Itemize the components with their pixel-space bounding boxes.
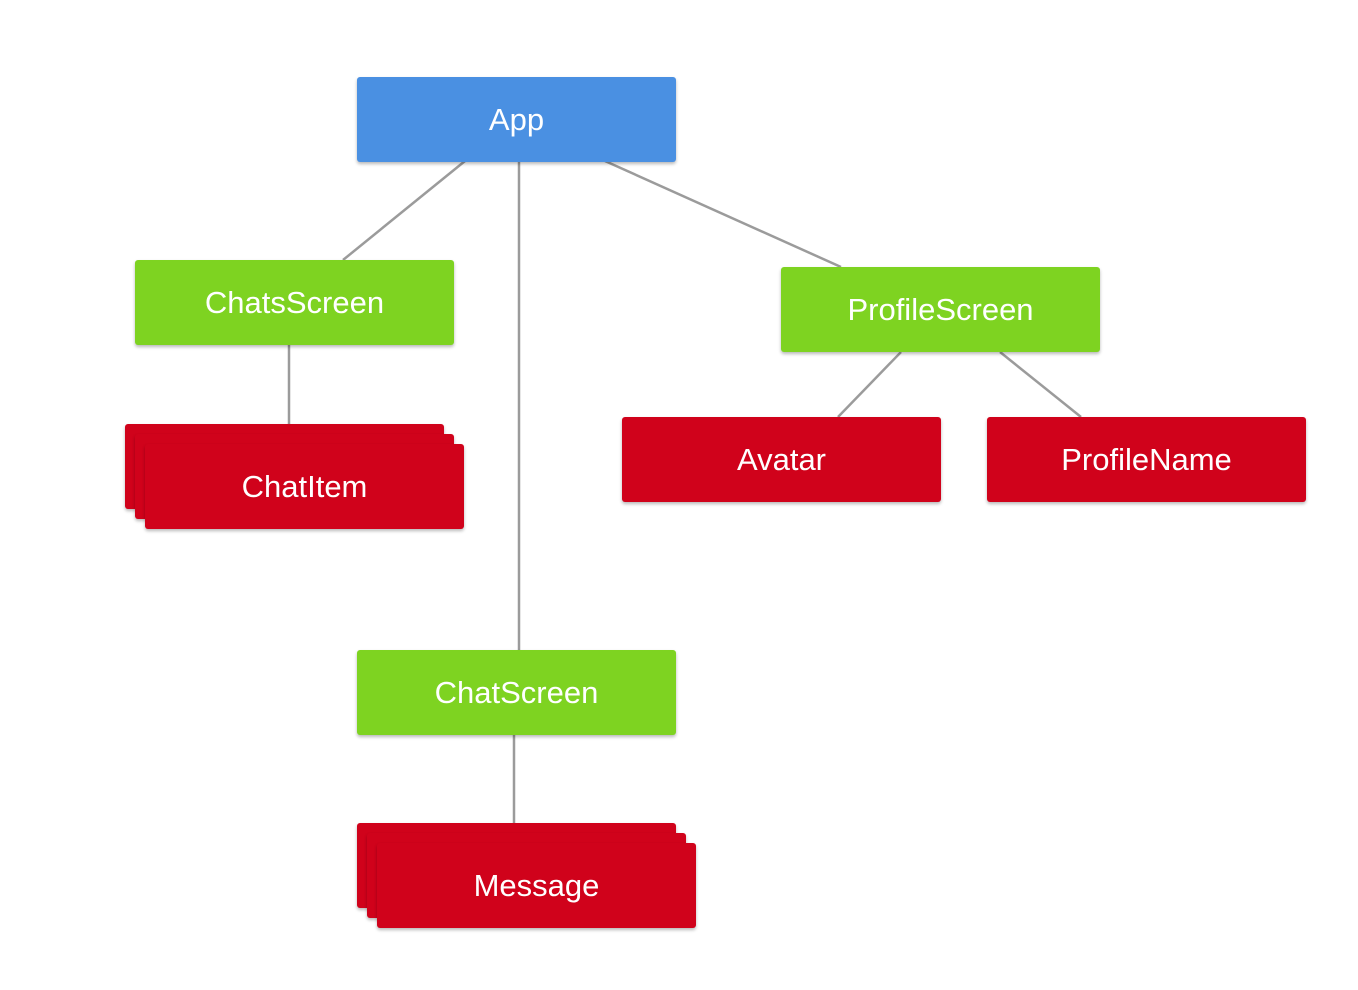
node-profilename-label: ProfileName	[1061, 442, 1232, 477]
edge-profilescreen-avatar	[837, 351, 902, 418]
node-profilescreen: ProfileScreen	[781, 267, 1100, 352]
edge-app-profilescreen	[604, 159, 842, 269]
node-chatsscreen: ChatsScreen	[135, 260, 454, 345]
node-chatscreen: ChatScreen	[357, 650, 676, 735]
node-avatar: Avatar	[622, 417, 941, 502]
node-avatar-label: Avatar	[736, 442, 827, 477]
node-profilescreen-label: ProfileScreen	[847, 292, 1034, 327]
edge-app-chatsscreen	[342, 160, 466, 261]
node-message: Message	[377, 843, 696, 928]
node-chatscreen-label: ChatScreen	[434, 675, 599, 710]
node-chatitem: ChatItem	[145, 444, 464, 529]
node-message-label: Message	[473, 868, 600, 903]
edge-profilescreen-profilename	[999, 351, 1082, 418]
node-chatitem-label: ChatItem	[241, 469, 368, 504]
node-app-label: App	[488, 102, 545, 137]
node-app: App	[357, 77, 676, 162]
node-profilename: ProfileName	[987, 417, 1306, 502]
node-chatsscreen-label: ChatsScreen	[204, 285, 385, 320]
